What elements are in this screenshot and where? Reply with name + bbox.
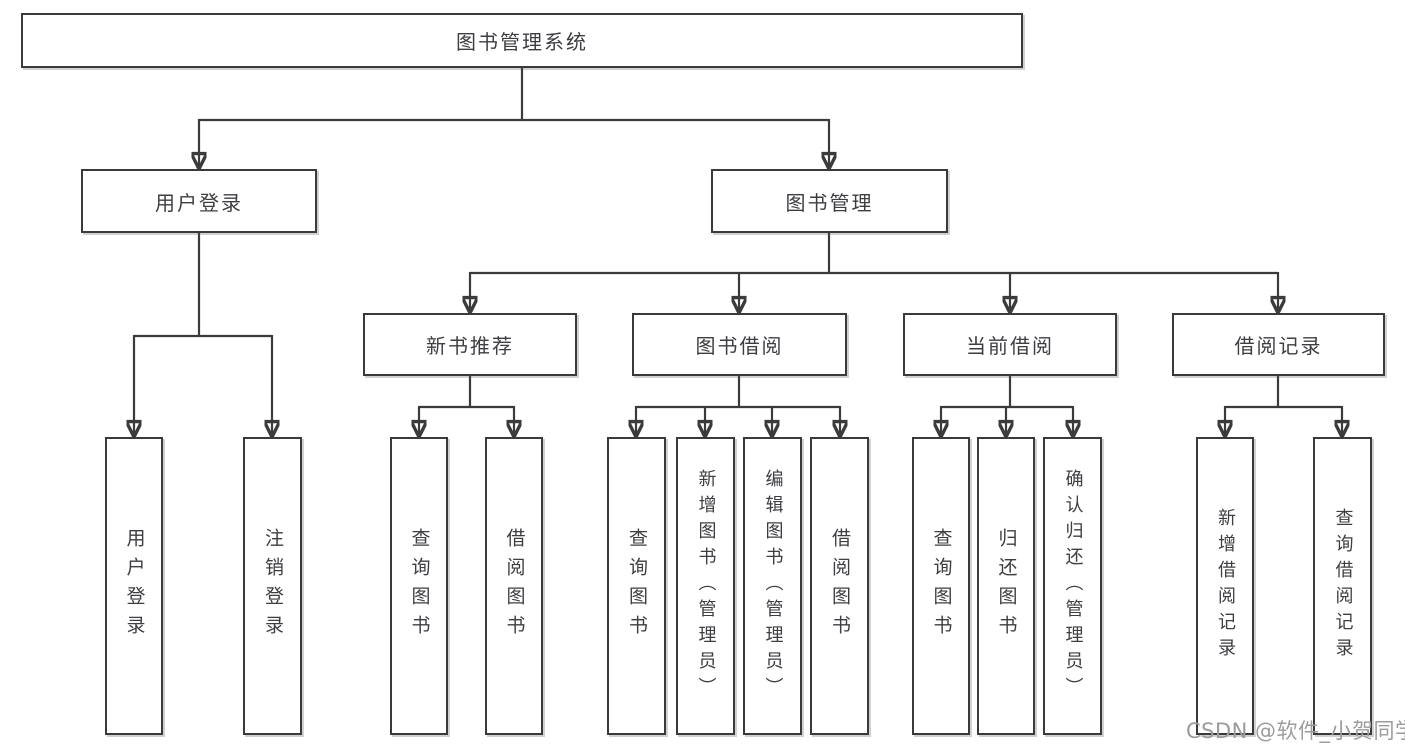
node-label: 查询图书 [930, 528, 953, 644]
node-label: 借阅图书 [503, 528, 526, 644]
node-label: 查询图书 [408, 528, 431, 644]
leaf-return-books: 归还图书 [977, 437, 1035, 735]
leaf-confirm-return-admin: 确认归还（管理员） [1043, 437, 1102, 735]
node-current-borrow: 当前借阅 [903, 313, 1117, 376]
leaf-add-borrow-record: 新增借阅记录 [1196, 437, 1254, 735]
node-label: 编辑图书（管理员） [762, 469, 784, 703]
leaf-edit-books-admin: 编辑图书（管理员） [743, 437, 802, 735]
node-label: 图书借阅 [695, 334, 784, 358]
node-label: 确认归还（管理员） [1062, 469, 1084, 703]
leaf-query-borrow-record: 查询借阅记录 [1313, 437, 1372, 735]
leaf-borrow-books-recommend: 借阅图书 [485, 437, 543, 735]
node-user-login: 用户登录 [81, 169, 317, 233]
node-label: 归还图书 [995, 528, 1018, 644]
leaf-add-books-admin: 新增图书（管理员） [676, 437, 735, 735]
leaf-query-books-borrow: 查询图书 [607, 437, 666, 735]
node-book-management: 图书管理 [711, 169, 948, 233]
node-label: 查询图书 [626, 528, 648, 644]
node-label: 新增借阅记录 [1215, 508, 1236, 664]
node-label: 图书管理 [785, 190, 874, 215]
node-label: 借阅记录 [1234, 334, 1323, 358]
node-label: 当前借阅 [966, 334, 1054, 358]
leaf-query-books-current: 查询图书 [912, 437, 970, 735]
node-label: 查询借阅记录 [1332, 508, 1354, 664]
node-label: 图书管理系统 [456, 30, 588, 54]
leaf-borrow-books: 借阅图书 [810, 437, 869, 735]
node-book-borrow: 图书借阅 [632, 313, 847, 376]
node-borrow-records: 借阅记录 [1172, 313, 1385, 376]
node-library-management-system: 图书管理系统 [21, 13, 1023, 68]
leaf-query-books-recommend: 查询图书 [390, 437, 448, 735]
node-new-book-recommend: 新书推荐 [363, 313, 577, 376]
node-label: 新增图书（管理员） [695, 469, 717, 703]
node-label: 注销登录 [262, 528, 284, 644]
leaf-user-login: 用户登录 [105, 437, 163, 735]
node-label: 用户登录 [155, 190, 243, 215]
node-label: 借阅图书 [829, 528, 851, 644]
node-label: 新书推荐 [426, 334, 514, 358]
node-label: 用户登录 [123, 528, 146, 644]
leaf-logout: 注销登录 [243, 437, 302, 735]
csdn-watermark: CSDN @软件_小贺同学 [1186, 719, 1405, 743]
